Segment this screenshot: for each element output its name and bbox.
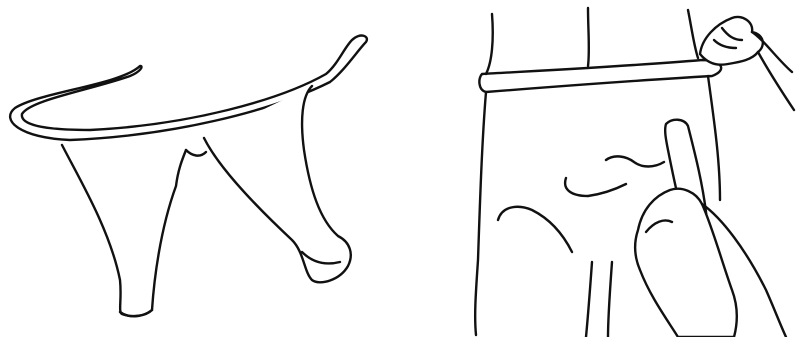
leg-tube-right	[204, 86, 351, 282]
garment-left-side	[475, 92, 486, 335]
leg-tube-left	[62, 145, 186, 316]
leg-seam-right	[608, 262, 612, 337]
fold-line	[606, 156, 664, 166]
leg-seam-left	[586, 262, 592, 337]
garment-right-side	[708, 76, 720, 200]
torso-right-edge	[688, 10, 698, 58]
torso-spine-line	[588, 8, 589, 66]
buttock-curve-left	[498, 207, 572, 252]
panel-garment-worn	[402, 0, 802, 337]
crotch-seam	[186, 150, 206, 156]
waistband-outer	[10, 36, 367, 140]
garment-flat-drawing	[0, 0, 400, 337]
torso-left-edge	[486, 14, 493, 74]
waistband-worn	[479, 60, 721, 92]
hand-upper-right	[700, 17, 763, 65]
hand-lower-right	[635, 189, 737, 337]
buttock-curve-center	[565, 178, 626, 196]
garment-worn-drawing	[402, 0, 802, 337]
panel-garment-flat	[0, 0, 400, 337]
